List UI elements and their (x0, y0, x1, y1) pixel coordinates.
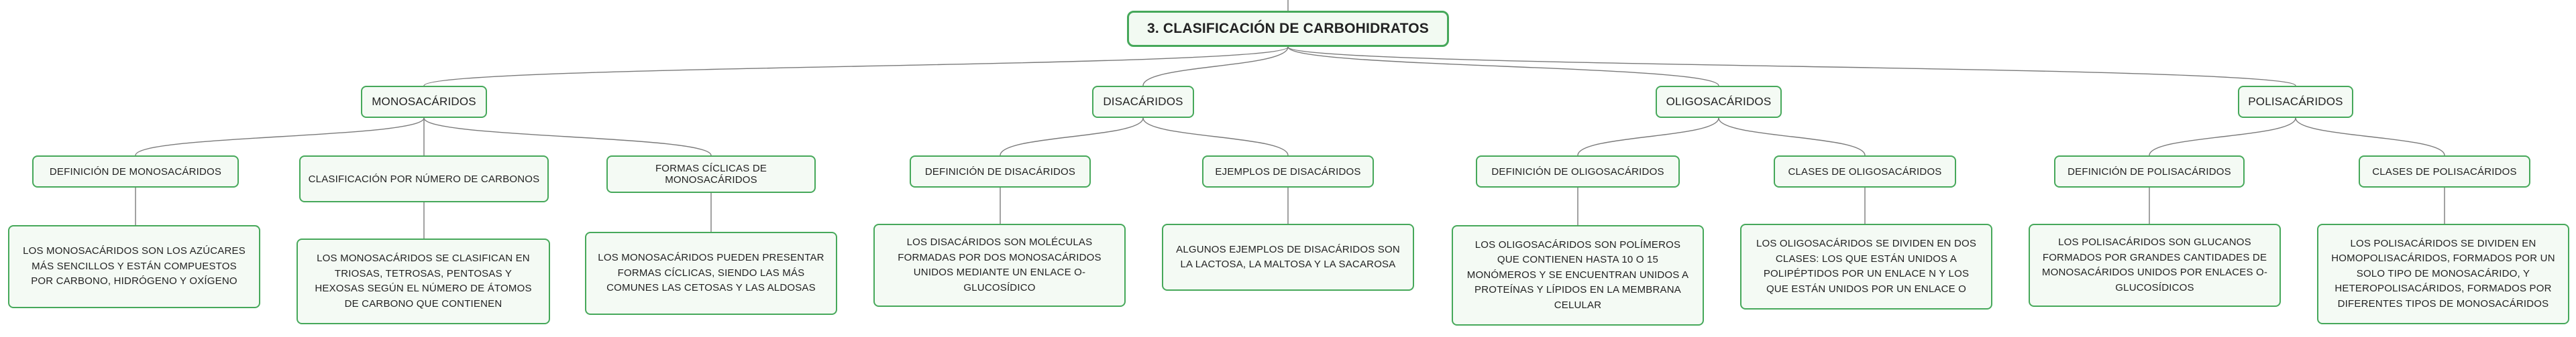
edge-subtopic-definicion-polisacaridos (2149, 117, 2296, 156)
category-polisacaridos[interactable]: POLISACÁRIDOS (2238, 86, 2353, 118)
subtopic-formas-ciclicas[interactable]: FORMAS CÍCLICAS DE MONOSACÁRIDOS (606, 155, 816, 193)
subtopic-clases-oligosacaridos[interactable]: CLASES DE OLIGOSACÁRIDOS (1774, 155, 1956, 188)
subtopic-definicion-polisacaridos[interactable]: DEFINICIÓN DE POLISACÁRIDOS (2054, 155, 2245, 188)
root-node[interactable]: 3. CLASIFICACIÓN DE CARBOHIDRATOS (1127, 11, 1449, 47)
edge-root-category-monosacaridos (423, 46, 1289, 86)
detail-ejemplos-disacaridos: ALGUNOS EJEMPLOS DE DISACÁRIDOS SON LA L… (1162, 224, 1414, 291)
subtopic-clasificacion-carbonos[interactable]: CLASIFICACIÓN POR NÚMERO DE CARBONOS (299, 155, 549, 202)
detail-definicion-monosacaridos: LOS MONOSACÁRIDOS SON LOS AZÚCARES MÁS S… (8, 225, 260, 308)
detail-formas-ciclicas: LOS MONOSACÁRIDOS PUEDEN PRESENTAR FORMA… (585, 232, 837, 315)
subtopic-definicion-disacaridos[interactable]: DEFINICIÓN DE DISACÁRIDOS (910, 155, 1091, 188)
edge-root-category-polisacaridos (1287, 46, 2296, 86)
subtopic-definicion-monosacaridos[interactable]: DEFINICIÓN DE MONOSACÁRIDOS (32, 155, 239, 188)
detail-definicion-polisacaridos: LOS POLISACÁRIDOS SON GLUCANOS FORMADOS … (2029, 224, 2281, 307)
detail-clasificacion-carbonos: LOS MONOSACÁRIDOS SE CLASIFICAN EN TRIOS… (297, 239, 550, 324)
edge-subtopic-clases-oligosacaridos (1718, 117, 1866, 156)
edge-root-category-oligosacaridos (1287, 46, 1719, 86)
category-monosacaridos[interactable]: MONOSACÁRIDOS (361, 86, 487, 118)
category-disacaridos[interactable]: DISACÁRIDOS (1092, 86, 1194, 118)
detail-definicion-disacaridos: LOS DISACÁRIDOS SON MOLÉCULAS FORMADAS P… (873, 224, 1126, 307)
detail-clases-oligosacaridos: LOS OLIGOSACÁRIDOS SE DIVIDEN EN DOS CLA… (1740, 224, 1992, 310)
edge-subtopic-definicion-oligosacaridos (1577, 117, 1719, 156)
edge-subtopic-ejemplos-disacaridos (1142, 117, 1289, 156)
detail-clases-polisacaridos: LOS POLISACÁRIDOS SE DIVIDEN EN HOMOPOLI… (2317, 224, 2569, 324)
edge-subtopic-definicion-disacaridos (1000, 117, 1144, 156)
edge-subtopic-formas-ciclicas (423, 117, 712, 156)
category-oligosacaridos[interactable]: OLIGOSACÁRIDOS (1656, 86, 1782, 118)
edge-subtopic-definicion-monosacaridos (135, 117, 425, 156)
edge-subtopic-clases-polisacaridos (2295, 117, 2445, 156)
subtopic-clases-polisacaridos[interactable]: CLASES DE POLISACÁRIDOS (2359, 155, 2530, 188)
detail-definicion-oligosacaridos: LOS OLIGOSACÁRIDOS SON POLÍMEROS QUE CON… (1452, 225, 1704, 326)
subtopic-ejemplos-disacaridos[interactable]: EJEMPLOS DE DISACÁRIDOS (1202, 155, 1374, 188)
edge-root-category-disacaridos (1142, 46, 1289, 86)
subtopic-definicion-oligosacaridos[interactable]: DEFINICIÓN DE OLIGOSACÁRIDOS (1476, 155, 1680, 188)
